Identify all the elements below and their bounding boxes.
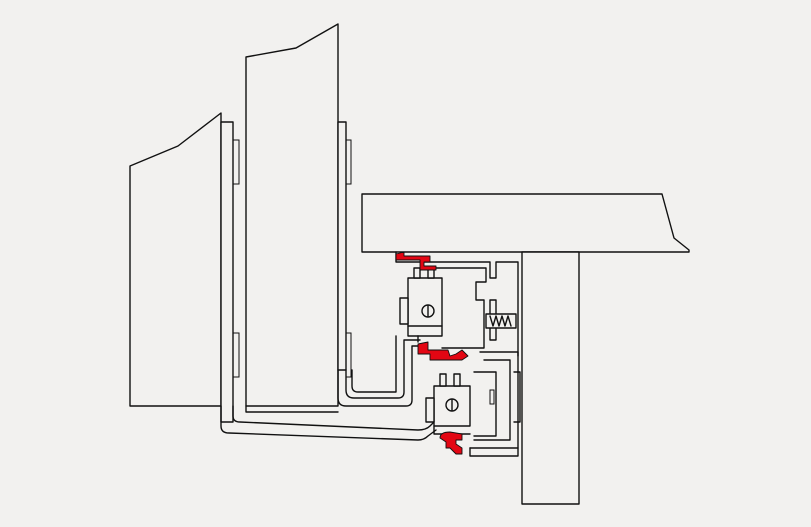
lower-hinge-block [425,373,471,435]
outer-door-leaf [129,112,240,423]
seal-middle [417,341,469,361]
inner-door-leaf [245,23,352,407]
seal-top [395,251,437,271]
outer-frame-profile [220,405,437,441]
gasket-seals [395,251,469,455]
seal-bottom [439,431,463,455]
spring-element [485,313,517,329]
wall-lintel [361,193,690,253]
wall-post [521,251,580,505]
main-frame-profile [395,251,521,457]
inner-frame-profile [337,335,421,407]
upper-hinge-block [399,267,443,343]
